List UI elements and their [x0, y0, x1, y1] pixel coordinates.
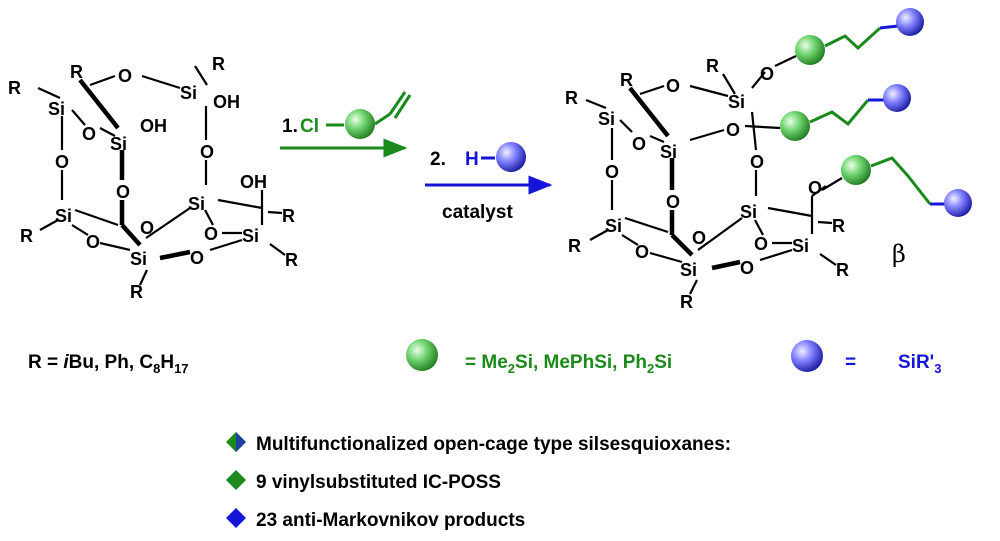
product-r-7: R: [680, 292, 693, 312]
product-chain-bottom: [821, 155, 972, 217]
bullet-text-3: 23 anti-Markovnikov products: [256, 510, 525, 531]
reactant-oh-2: OH: [140, 116, 167, 136]
product-si-4: Si: [740, 202, 757, 222]
product-r-4: R: [832, 216, 845, 236]
product-si-3: Si: [660, 142, 677, 162]
reactant-si-1: Si: [48, 99, 65, 119]
step1-reagent: Cl: [300, 116, 319, 137]
green-ball-definition: = Me2Si, MePhSi, Ph2Si: [465, 352, 672, 376]
product-chain-middle: [744, 84, 911, 141]
bullet-item-2: 9 vinylsubstituted IC-POSS: [226, 470, 501, 493]
reactant-r-2: R: [70, 62, 83, 82]
reactant-si-3: Si: [110, 134, 127, 154]
product-si-1: Si: [598, 109, 615, 129]
reactant-si-5: Si: [55, 206, 72, 226]
product-o-8: O: [808, 178, 822, 198]
reactant-o-3: O: [200, 142, 214, 162]
product-chain-top: [774, 8, 924, 67]
reactant-o-8: O: [204, 224, 218, 244]
diamond-green-icon: [226, 470, 246, 490]
blue-ball-icon: [791, 340, 823, 372]
product-r-5: R: [568, 236, 581, 256]
product-o-2: O: [760, 64, 774, 84]
bullet-list: Multifunctionalized open-cage type silse…: [226, 432, 731, 531]
blue-ball-definition: SiR'3: [898, 352, 941, 376]
product-o-11: O: [754, 234, 768, 254]
r-definition: R = iBu, Ph, C8H17: [28, 352, 189, 376]
product-o-1: O: [666, 76, 680, 96]
reactant-si-4: Si: [188, 194, 205, 214]
product-o-5: O: [750, 152, 764, 172]
reactant-o-2: O: [82, 124, 96, 144]
product-o-7: O: [666, 192, 680, 212]
step2-reagent: H: [465, 149, 479, 170]
reactant-oh-1: OH: [213, 92, 240, 112]
product-si-6: Si: [792, 236, 809, 256]
product-si-2: Si: [728, 92, 745, 112]
beta-label: β: [892, 240, 906, 268]
bullet-item-1: Multifunctionalized open-cage type silse…: [226, 432, 731, 455]
blue-ball-icon: [883, 84, 911, 112]
catalyst-label: catalyst: [442, 202, 513, 223]
green-ball-icon: [345, 109, 375, 139]
r-definition-text: R = iBu, Ph, C8H17: [28, 352, 189, 376]
reactant-o-4: O: [55, 152, 69, 172]
product-o-3: O: [632, 134, 646, 154]
bullet-text-1: Multifunctionalized open-cage type silse…: [256, 434, 731, 455]
reactant-o-7: O: [140, 218, 154, 238]
blue-ball-icon: [944, 189, 972, 217]
green-ball-icon: [406, 339, 438, 371]
product-r-2: R: [620, 70, 633, 90]
step1-number: 1.: [282, 116, 298, 137]
green-ball-icon: [795, 35, 825, 65]
reactant-atoms: R R Si O Si R OH O Si OH O O O Si OH Si …: [8, 54, 298, 302]
product-bonds: [585, 71, 837, 295]
reaction-step-2: 2. H catalyst: [425, 142, 553, 223]
reactant-o-6: O: [86, 232, 100, 252]
bullet-text-2: 9 vinylsubstituted IC-POSS: [256, 472, 501, 493]
reactant-si-7: Si: [130, 249, 147, 269]
reactant-oh-3: OH: [240, 172, 267, 192]
reactant-si-6: Si: [242, 226, 259, 246]
product-r-6: R: [836, 260, 849, 280]
step2-number: 2.: [430, 149, 446, 170]
product-o-4: O: [726, 120, 740, 140]
green-ball-icon: [780, 111, 810, 141]
product-o-6: O: [605, 162, 619, 182]
blue-ball-icon: [496, 142, 526, 172]
product-si-5: Si: [605, 216, 622, 236]
bullet-item-3: 23 anti-Markovnikov products: [226, 508, 525, 531]
product-si-7: Si: [680, 260, 697, 280]
reactant-r-1: R: [8, 78, 21, 98]
product-r-1: R: [565, 88, 578, 108]
green-ball-icon: [841, 155, 871, 185]
product-atoms: R R Si O R Si O O Si O O O O Si O Si R R…: [565, 56, 906, 312]
blue-ball-eq: =: [845, 352, 856, 373]
reactant-o-1: O: [118, 66, 132, 86]
reactant-o-9: O: [190, 248, 204, 268]
reactant-o-5: O: [116, 182, 130, 202]
reactant-r-7: R: [130, 282, 143, 302]
product-o-9: O: [635, 242, 649, 262]
product-o-12: O: [740, 258, 754, 278]
product-o-10: O: [692, 228, 706, 248]
reactant-r-6: R: [285, 250, 298, 270]
reaction-step-1: 1. Cl: [280, 91, 412, 158]
reactant-si-2: Si: [180, 83, 197, 103]
blue-ball-icon: [896, 8, 924, 36]
reactant-bonds: [37, 65, 286, 286]
reactant-r-5: R: [20, 226, 33, 246]
reactant-r-3: R: [212, 54, 225, 74]
product-r-3: R: [706, 56, 719, 76]
green-ball-legend: = Me2Si, MePhSi, Ph2Si: [406, 339, 672, 376]
diamond-blue-icon: [226, 508, 246, 528]
blue-ball-legend: = SiR'3: [791, 340, 941, 376]
reactant-r-4: R: [282, 206, 295, 226]
